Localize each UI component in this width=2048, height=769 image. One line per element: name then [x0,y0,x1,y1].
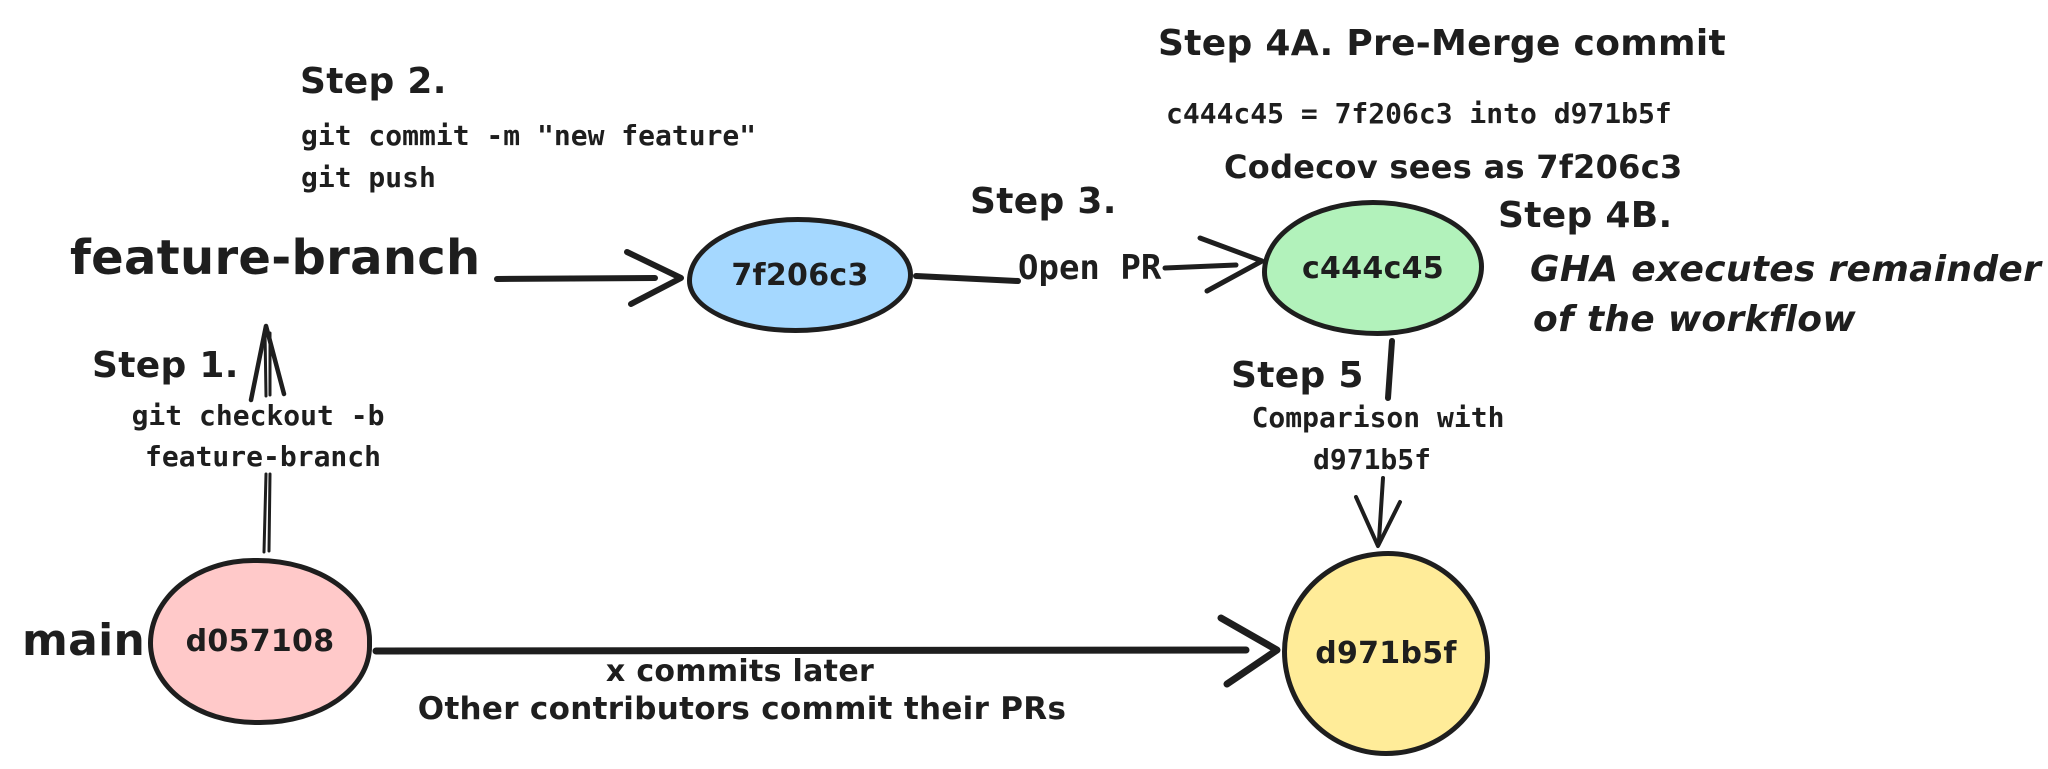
arrow-feature-to-commit [494,249,684,307]
open-pr-label: Open PR [1018,248,1162,288]
commit-node-feature: 7f206c3 [687,217,913,333]
step1-title: Step 1. [92,345,239,386]
arrow-step1-up [248,323,287,554]
step5-title: Step 5 [1231,355,1364,396]
step3-title: Step 3. [970,181,1117,222]
commit-hash-label: 7f206c3 [731,257,869,293]
step2-command-line1: git commit -m "new feature" [301,119,757,152]
connector-premerge-down [1385,338,1395,401]
step5-comparison-line1: Comparison with [1251,401,1505,434]
step4a-codecov-note: Codecov sees as 7f206c3 [1224,148,1683,186]
step4b-title: Step 4B. [1498,195,1673,236]
step4a-merge-detail: c444c45 = 7f206c3 into d971b5f [1166,97,1672,130]
main-edge-note-line2: Other contributors commit their PRs [417,691,1067,727]
commit-node-main-old: d057108 [148,558,372,725]
connector-commit-to-openpr [913,273,1021,284]
commit-node-premerge: c444c45 [1262,200,1484,336]
step4b-note-line2: of the workflow [1533,299,1856,340]
arrow-main-to-head [372,614,1281,688]
step5-comparison-line2: d971b5f [1312,443,1432,476]
feature-branch-label: feature-branch [70,230,481,286]
commit-hash-label: d971b5f [1315,636,1457,671]
step4b-note-line1: GHA executes remainder [1530,249,2042,290]
arrow-openpr-to-premerge [1162,235,1265,294]
main-edge-note-line1: x commits later [605,654,875,689]
step4a-title: Step 4A. Pre-Merge commit [1158,23,1726,64]
commit-hash-label: c444c45 [1301,250,1445,286]
step1-command-line2: feature-branch [144,440,382,473]
arrow-comparison-down [1354,476,1402,548]
commit-node-main-head: d971b5f [1282,551,1490,756]
step2-command-line2: git push [301,161,436,194]
commit-hash-label: d057108 [185,624,335,659]
step2-title: Step 2. [300,61,447,102]
step1-command-line1: git checkout -b [131,399,385,432]
main-branch-label: main [22,615,146,666]
